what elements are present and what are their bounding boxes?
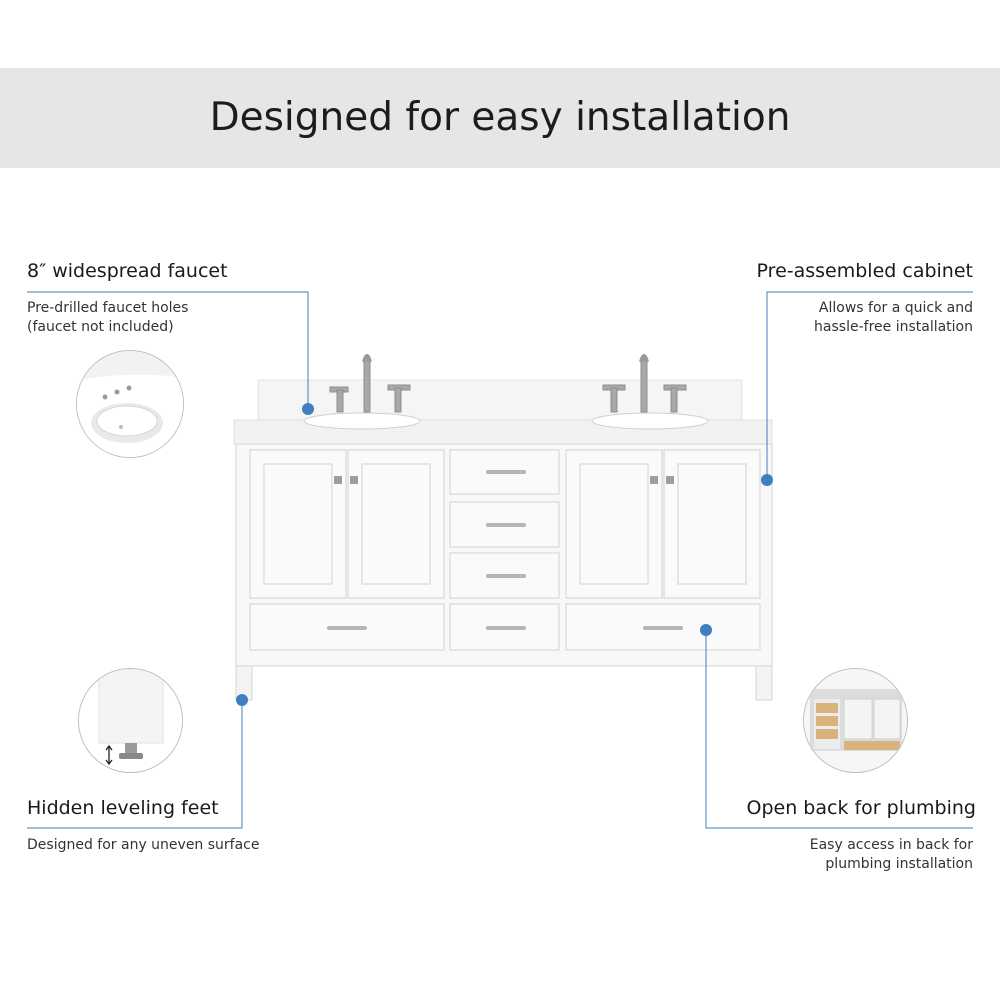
- leveling-foot-closeup-icon: [78, 668, 183, 773]
- faucet-desc-line1: Pre-drilled faucet holes: [27, 300, 189, 316]
- faucet-feature-title: 8″ widespread faucet: [27, 260, 228, 282]
- cabinet-feature-title: Pre-assembled cabinet: [756, 260, 973, 282]
- cabinet-feature-desc: Allows for a quick and hassle-free insta…: [814, 299, 973, 337]
- faucet-feature-desc: Pre-drilled faucet holes (faucet not inc…: [27, 299, 188, 337]
- cabinet-desc-line1: Allows for a quick and: [818, 300, 973, 316]
- header-banner: Designed for easy installation: [0, 68, 1000, 168]
- plumbing-feature-desc: Easy access in back for plumbing install…: [810, 836, 973, 874]
- leveling-feature-desc: Designed for any uneven surface: [27, 836, 260, 855]
- cabinet-desc-line2: hassle-free installation: [814, 319, 973, 335]
- faucet-hole-closeup-icon: [76, 350, 184, 458]
- leveling-feature-title: Hidden leveling feet: [27, 797, 219, 819]
- leveling-desc-line1: Designed for any uneven surface: [27, 837, 260, 853]
- page-title: Designed for easy installation: [209, 95, 791, 140]
- faucet-desc-line2: (faucet not included): [27, 319, 174, 335]
- plumbing-desc-line1: Easy access in back for: [809, 837, 973, 853]
- plumbing-feature-title: Open back for plumbing: [746, 797, 976, 819]
- plumbing-desc-line2: plumbing installation: [825, 856, 973, 872]
- open-back-closeup-icon: [803, 668, 908, 773]
